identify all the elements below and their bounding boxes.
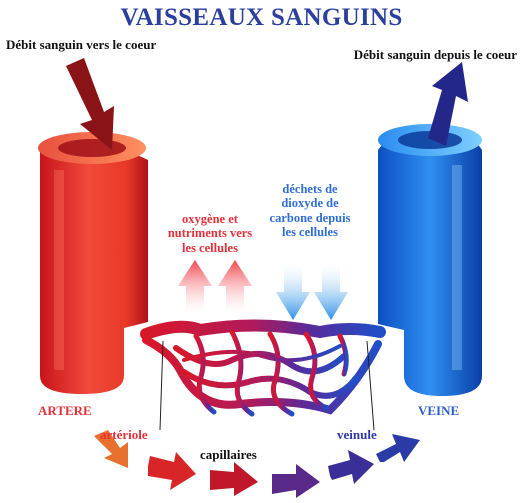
oxygen-label: oxygène et nutriments vers les cellules — [166, 212, 254, 255]
bottom-arrow-3 — [210, 462, 258, 496]
oxygen-arrows — [178, 260, 252, 314]
artery-label: ARTERE — [38, 404, 92, 419]
bottom-arrow-6 — [376, 434, 420, 462]
page-title: VAISSEAUX SANGUINS — [0, 4, 523, 33]
waste-label: déchets de dioxyde de carbone depuis les… — [264, 182, 356, 240]
vein-label: VEINE — [418, 404, 459, 419]
vein-tube — [378, 124, 482, 396]
bottom-arrow-5 — [328, 450, 374, 484]
capillaries-label: capillaires — [200, 448, 257, 463]
bottom-arrow-2 — [148, 452, 196, 490]
bottom-arrow-4 — [272, 464, 320, 498]
venule-label: veinule — [337, 428, 377, 443]
flow-in-label: Débit sanguin vers le coeur — [6, 38, 156, 53]
arteriole-label: artériole — [100, 428, 148, 443]
capillary-network — [146, 325, 380, 414]
artery-tube — [38, 132, 148, 394]
flow-out-label: Débit sanguin depuis le coeur — [354, 48, 517, 63]
waste-arrows — [276, 264, 348, 320]
